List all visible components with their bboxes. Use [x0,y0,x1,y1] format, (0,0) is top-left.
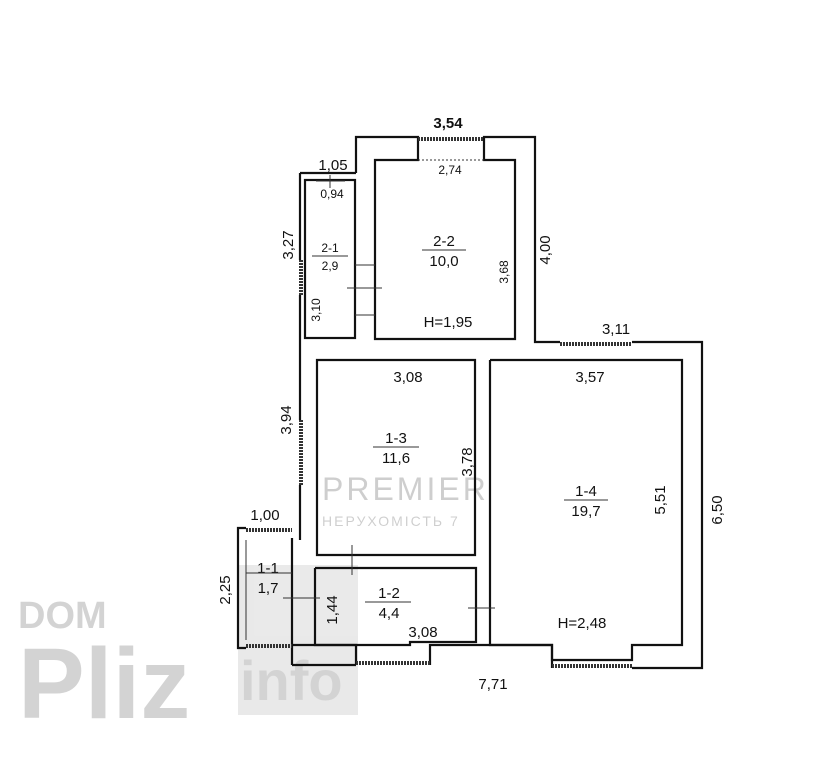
dim-top-inner: 2,74 [438,163,462,177]
dim-311: 3,11 [602,321,630,338]
dimension-labels: 3,54 2,74 1,05 0,94 3,27 3,10 3,68 4,00 … [217,115,726,693]
dim-551: 5,51 [652,485,669,514]
room-1-1-id: 1-1 [257,560,279,577]
dim-368: 3,68 [497,260,511,284]
dim-650: 6,50 [709,495,726,524]
watermark-pliz-text: Pliz [18,628,190,740]
dim-100: 1,00 [250,507,279,524]
dim-310: 3,10 [309,298,323,322]
height-upper: H=1,95 [424,314,473,331]
premier-sub-text: НЕРУХОМІСТЬ 7 [322,513,460,529]
dim-771: 7,71 [478,676,507,693]
walls [236,135,704,670]
room-1-4-id: 1-4 [575,483,597,500]
room-2-2-area: 10,0 [429,253,458,270]
watermark-premier: PREMIER НЕРУХОМІСТЬ 7 [322,471,489,529]
room-2-2-id: 2-2 [433,233,455,250]
dim-394: 3,94 [278,405,295,434]
watermark-dom-pliz: DOM Pliz info [18,565,358,740]
height-lower: H=2,48 [558,615,607,632]
dim-094: 0,94 [320,187,344,201]
premier-text: PREMIER [322,471,489,507]
dim-top: 3,54 [433,115,463,132]
room-1-3-id: 1-3 [385,430,407,447]
dim-327: 3,27 [280,230,297,259]
dim-378: 3,78 [459,447,476,476]
room-1-3-area: 11,6 [382,450,410,467]
room-1-4-area: 19,7 [571,503,600,520]
dim-105: 1,05 [318,157,347,174]
room-2-1-area: 2,9 [322,259,339,273]
room-2-1-id: 2-1 [321,241,339,255]
room-1-2-area: 4,4 [379,605,400,622]
room-labels: 2-1 2,9 2-2 10,0 1-3 11,6 1-4 19,7 1-1 1… [246,233,608,632]
dim-308-top: 3,08 [393,369,422,386]
room-1-1-area: 1,7 [258,580,279,597]
dim-225: 2,25 [217,575,234,604]
dim-144: 1,44 [324,595,341,624]
room-1-2-id: 1-2 [378,585,400,602]
dim-308-bottom: 3,08 [408,624,437,641]
dim-357: 3,57 [575,369,604,386]
dim-400: 4,00 [537,235,554,264]
watermark-dom-text: DOM [18,595,107,637]
